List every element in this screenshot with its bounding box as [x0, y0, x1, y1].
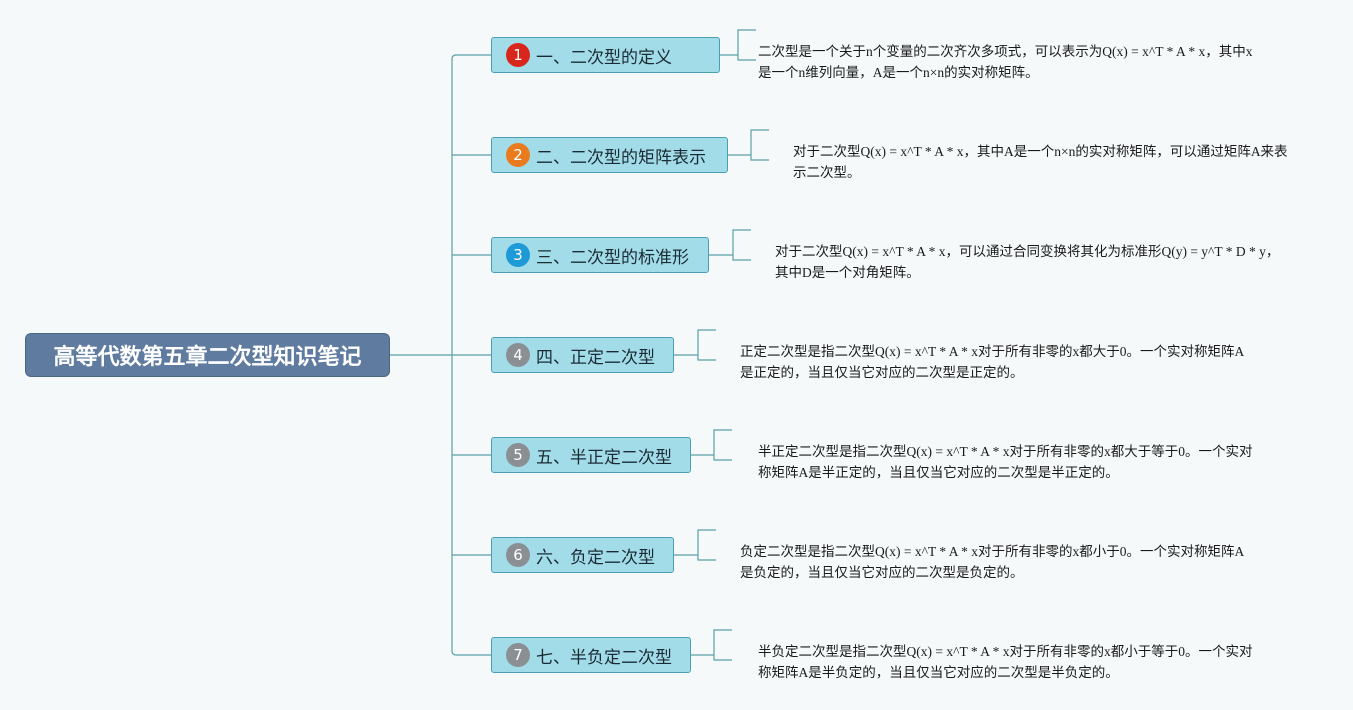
topic-label: 六、负定二次型 — [536, 547, 655, 568]
topic-label: 二、二次型的矩阵表示 — [536, 147, 706, 168]
branch-line — [451, 650, 491, 656]
number-badge-icon: 6 — [506, 543, 530, 567]
number-badge-icon: 4 — [506, 343, 530, 367]
topic-5[interactable]: 5 五、半正定二次型 — [491, 437, 691, 473]
topic-7[interactable]: 7 七、半负定二次型 — [491, 637, 691, 673]
topic-description: 对于二次型Q(x) = x^T * A * x，可以通过合同变换将其化为标准形Q… — [775, 244, 1280, 280]
topic-description: 半负定二次型是指二次型Q(x) = x^T * A * x对于所有非零的x都小于… — [758, 644, 1253, 680]
topic-description: 二次型是一个关于n个变量的二次齐次多项式，可以表示为Q(x) = x^T * A… — [758, 44, 1253, 80]
topic-label: 一、二次型的定义 — [536, 47, 672, 68]
bracket — [697, 329, 716, 361]
bracket — [750, 129, 769, 161]
topic-description: 正定二次型是指二次型Q(x) = x^T * A * x对于所有非零的x都大于0… — [740, 344, 1245, 380]
topic-label: 四、正定二次型 — [536, 347, 655, 368]
number-badge-icon: 3 — [506, 243, 530, 267]
topic-3[interactable]: 3 三、二次型的标准形 — [491, 237, 709, 273]
bracket — [697, 529, 716, 561]
bracket — [713, 429, 732, 461]
topic-1[interactable]: 1 一、二次型的定义 — [491, 37, 720, 73]
topic-description: 对于二次型Q(x) = x^T * A * x，其中A是一个n×n的实对称矩阵，… — [793, 144, 1288, 180]
number-badge-icon: 2 — [506, 143, 530, 167]
topic-label: 五、半正定二次型 — [536, 447, 672, 468]
bracket — [732, 229, 751, 261]
number-badge-icon: 1 — [506, 43, 530, 67]
topic-2[interactable]: 2 二、二次型的矩阵表示 — [491, 137, 728, 173]
topic-4[interactable]: 4 四、正定二次型 — [491, 337, 674, 373]
topic-description: 半正定二次型是指二次型Q(x) = x^T * A * x对于所有非零的x都大于… — [758, 444, 1253, 480]
branch-line — [451, 54, 491, 60]
number-badge-icon: 7 — [506, 643, 530, 667]
number-badge-icon: 5 — [506, 443, 530, 467]
topic-label: 三、二次型的标准形 — [536, 247, 689, 268]
bracket — [737, 29, 756, 61]
root-title: 高等代数第五章二次型知识笔记 — [53, 345, 362, 370]
topic-label: 七、半负定二次型 — [536, 647, 672, 668]
root-topic[interactable]: 高等代数第五章二次型知识笔记 — [25, 333, 390, 377]
topic-description: 负定二次型是指二次型Q(x) = x^T * A * x对于所有非零的x都小于0… — [740, 544, 1245, 580]
topic-6[interactable]: 6 六、负定二次型 — [491, 537, 674, 573]
bracket — [713, 629, 732, 661]
